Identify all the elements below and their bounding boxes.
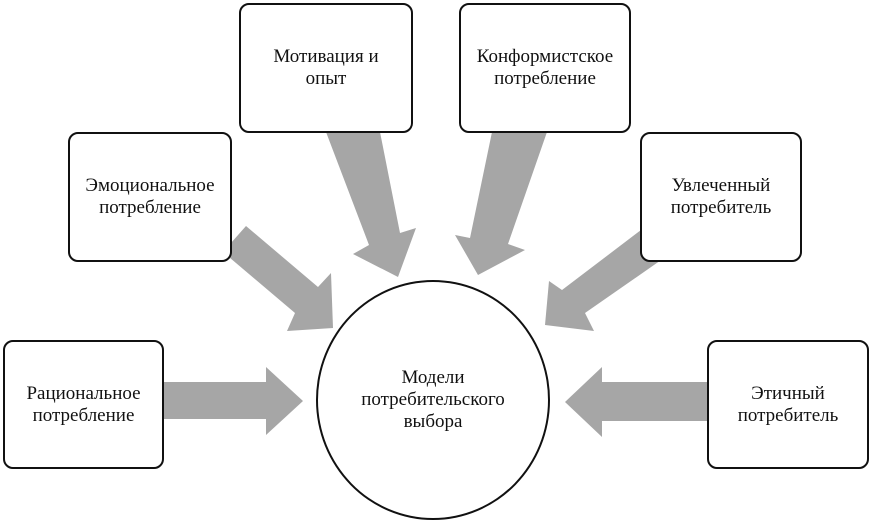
node-label: Этичный потребитель: [737, 382, 839, 426]
arrow-conformist: [455, 132, 547, 275]
node-label: Конформистское потребление: [476, 46, 614, 89]
arrow-rational: [164, 367, 303, 435]
node-conformist-consumption: Конформистское потребление: [459, 3, 631, 133]
node-label: Рациональное потребление: [26, 382, 141, 426]
node-ethical-consumer: Этичный потребитель: [707, 340, 869, 469]
arrow-motivation: [326, 132, 416, 277]
node-engaged-consumer: Увлеченный потребитель: [640, 132, 802, 262]
node-rational-consumption: Рациональное потребление: [3, 340, 164, 469]
arrow-ethical: [565, 367, 708, 437]
node-label: Эмоциональное потребление: [85, 175, 215, 218]
node-motivation-experience: Мотивация и опыт: [239, 3, 413, 133]
center-node-consumer-choice-models: Модели потребительского выбора: [316, 280, 550, 520]
node-label: Мотивация и опыт: [273, 46, 379, 89]
node-label: Увлеченный потребитель: [670, 175, 772, 218]
arrow-emotional: [223, 226, 333, 331]
arrow-engaged: [545, 230, 664, 331]
center-label: Модели потребительского выбора: [361, 367, 505, 432]
node-emotional-consumption: Эмоциональное потребление: [68, 132, 232, 262]
